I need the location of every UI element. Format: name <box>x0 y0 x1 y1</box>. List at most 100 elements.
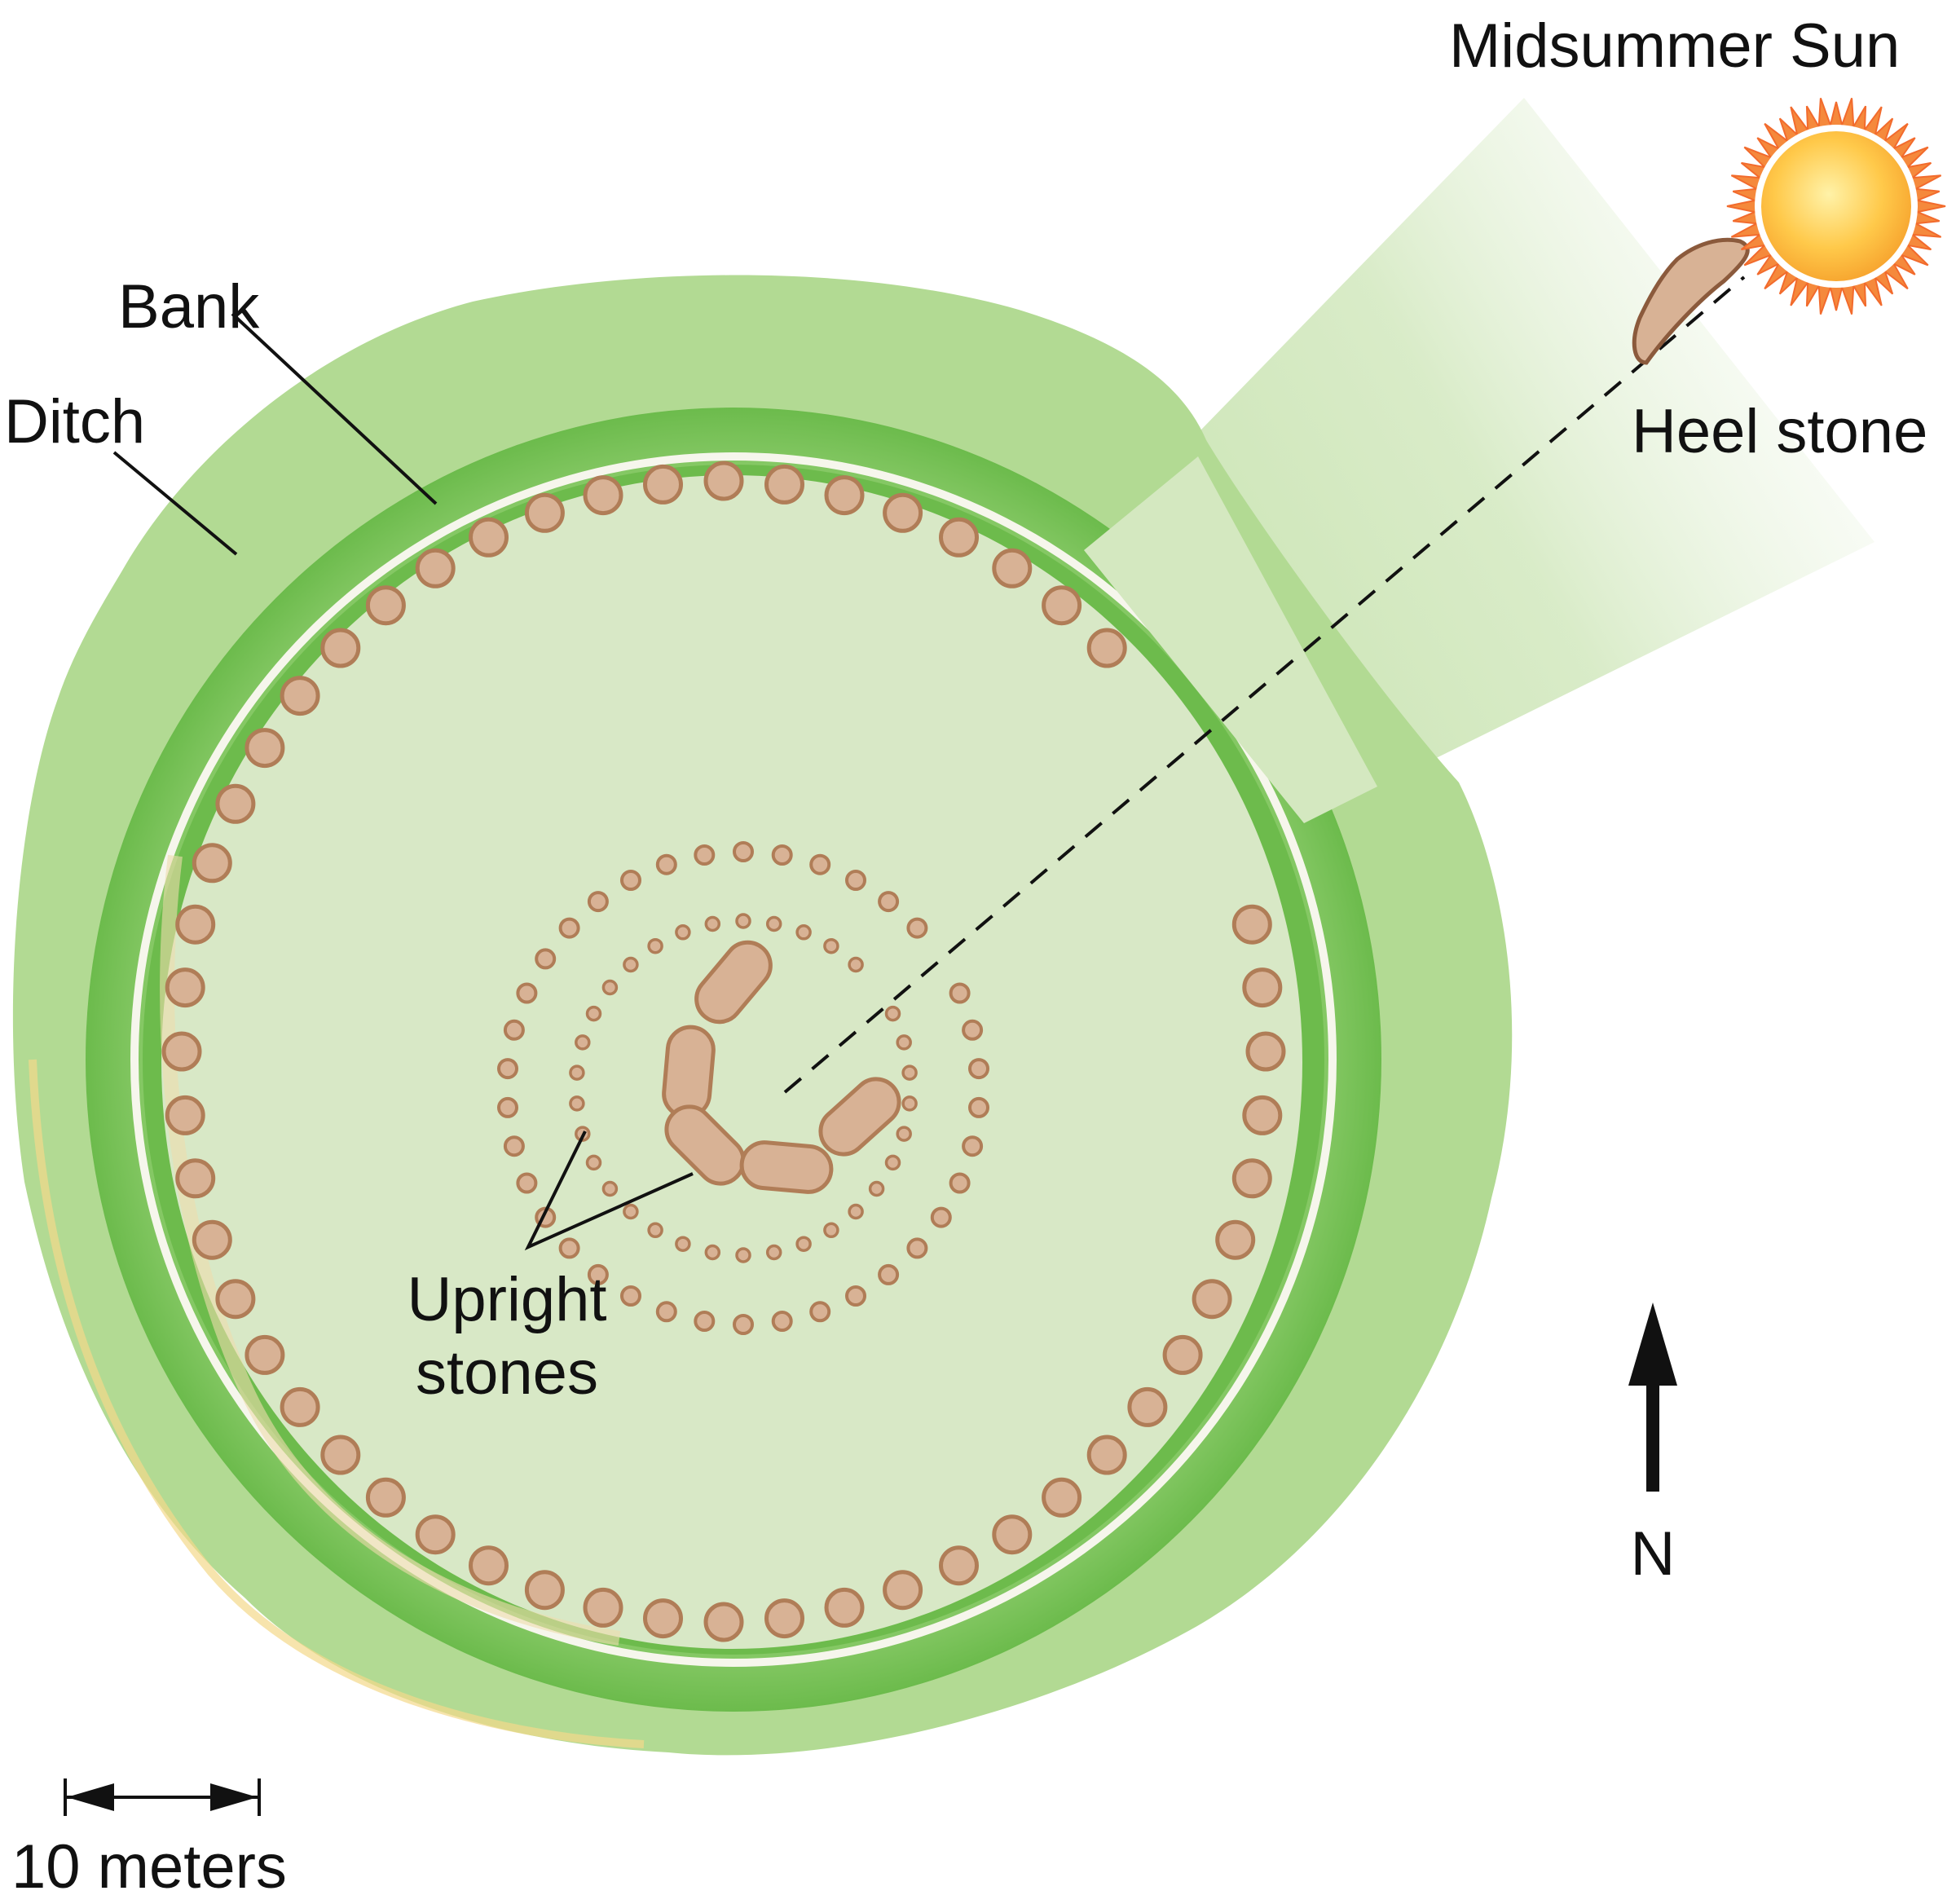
stone <box>765 915 782 932</box>
stone <box>848 1203 864 1220</box>
scale-label: 10 meters <box>11 1832 287 1902</box>
stone <box>524 492 565 533</box>
bank-leader-line <box>231 312 438 505</box>
interior <box>161 475 1302 1649</box>
stone <box>1231 904 1272 945</box>
ditch-label: Ditch <box>4 387 145 456</box>
stone <box>569 1064 585 1081</box>
stone <box>643 1598 683 1639</box>
stone <box>623 1203 639 1220</box>
stone <box>1086 1435 1127 1475</box>
stone <box>655 853 677 875</box>
stone <box>703 461 744 501</box>
stone <box>583 1587 623 1628</box>
stone <box>703 1602 744 1642</box>
stone <box>968 1058 989 1080</box>
stone <box>939 517 979 558</box>
stone <box>906 1237 928 1259</box>
stone <box>165 1095 205 1135</box>
stone <box>883 492 923 533</box>
stone <box>823 937 839 954</box>
stone <box>620 1285 641 1307</box>
stone <box>497 1096 518 1118</box>
stone <box>878 1263 900 1285</box>
stone <box>824 475 865 516</box>
stone <box>365 585 406 626</box>
north-label: N <box>1631 1519 1676 1589</box>
stone <box>1242 967 1283 1008</box>
stone <box>558 1237 580 1259</box>
stone <box>587 891 609 913</box>
stone <box>733 1314 754 1335</box>
stone <box>585 1154 602 1171</box>
stone <box>735 913 751 929</box>
stone <box>320 1435 361 1475</box>
stone <box>558 917 580 939</box>
stone <box>1192 1279 1232 1320</box>
stone <box>823 1222 839 1239</box>
stone <box>883 1570 923 1611</box>
stone <box>845 1285 866 1307</box>
ditch-leader-line <box>112 451 238 556</box>
stone <box>1042 1477 1082 1518</box>
stone <box>848 956 864 973</box>
stone <box>884 1154 901 1171</box>
stone <box>845 870 866 891</box>
stone <box>1162 1334 1203 1375</box>
stone <box>824 1587 865 1628</box>
interior-yellow-tint <box>160 854 621 1646</box>
stone <box>809 1301 831 1323</box>
upright-stone <box>739 1140 834 1194</box>
stone <box>795 924 812 941</box>
stone <box>647 937 663 954</box>
stone <box>643 464 683 505</box>
stone <box>415 1514 456 1555</box>
stone <box>620 870 641 891</box>
sun-icon <box>1726 98 1946 315</box>
heel-stone <box>1632 237 1750 365</box>
stone <box>735 1247 751 1263</box>
stone <box>585 1005 602 1022</box>
stone <box>694 844 716 866</box>
stone <box>655 1301 677 1323</box>
stone <box>795 1236 812 1252</box>
stone <box>765 1244 782 1261</box>
upright-stones-label-line2: stones <box>416 1338 598 1408</box>
stone <box>503 1019 525 1041</box>
stone <box>930 1206 952 1228</box>
stone <box>535 948 557 970</box>
upright-stone <box>694 940 773 1025</box>
stone <box>992 1514 1033 1555</box>
stone <box>575 1034 591 1051</box>
stone <box>704 915 721 932</box>
stone <box>244 1334 285 1375</box>
stone <box>516 1172 538 1194</box>
upright-leader-lines <box>524 1130 694 1251</box>
stone <box>583 475 623 516</box>
stone <box>469 517 509 558</box>
stone <box>878 891 900 913</box>
stone <box>764 464 804 505</box>
upright-stone <box>818 1077 901 1157</box>
stone <box>175 1158 216 1199</box>
stone <box>192 843 232 884</box>
stone <box>320 628 361 668</box>
stone <box>587 1263 609 1285</box>
stone <box>906 917 928 939</box>
stone <box>868 1180 885 1197</box>
sun-label: Midsummer Sun <box>1449 11 1900 81</box>
stone <box>415 548 456 588</box>
stone <box>675 924 691 941</box>
stone <box>809 853 831 875</box>
stone <box>949 982 971 1004</box>
upright-stone <box>662 1025 716 1119</box>
stone <box>524 1570 565 1611</box>
stone <box>215 1279 256 1320</box>
stone <box>1245 1031 1286 1072</box>
stone <box>771 844 793 866</box>
stone <box>1231 1158 1272 1199</box>
stone <box>896 1034 912 1051</box>
stone <box>771 1311 793 1332</box>
stone <box>601 979 619 996</box>
